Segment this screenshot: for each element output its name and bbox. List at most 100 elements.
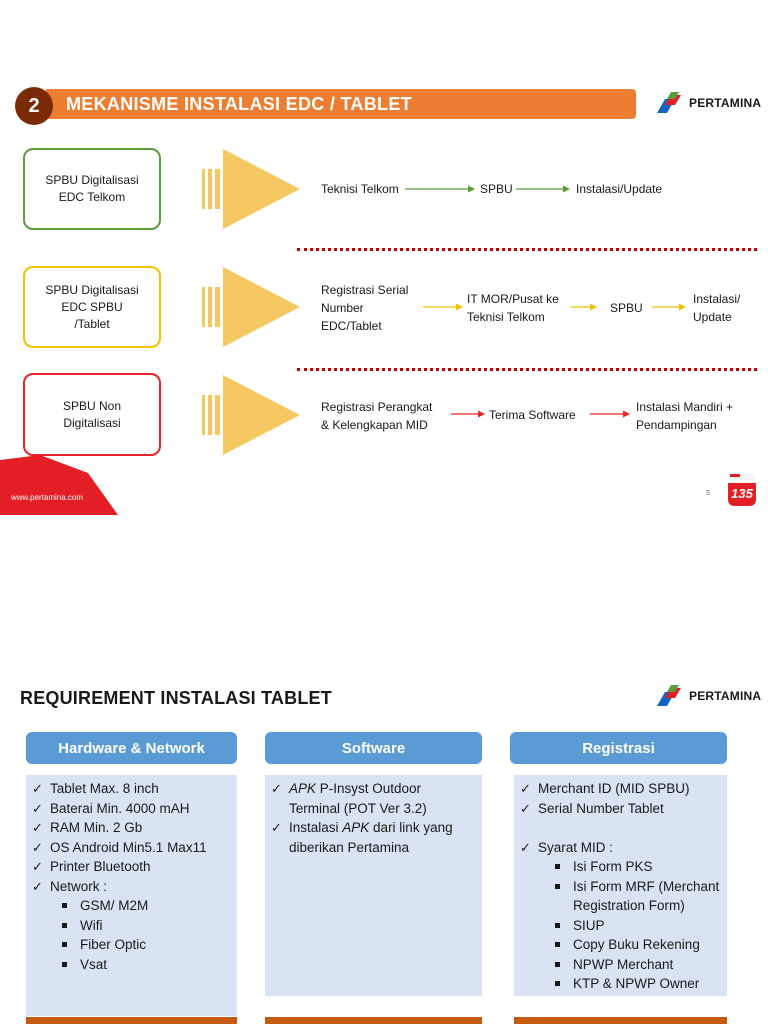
big-arrow-icon <box>202 149 300 229</box>
logo-wordmark: PERTAMINA <box>689 96 762 110</box>
list-item: GSM/ M2M <box>32 896 231 916</box>
slide-title: MEKANISME INSTALASI EDC / TABLET <box>66 93 412 114</box>
list-item: Tablet Max. 8 inch <box>32 779 231 799</box>
flow-step: Teknisi Telkom <box>321 182 399 196</box>
box-line: SPBU Digitalisasi <box>45 173 139 187</box>
flow-step: Instalasi Mandiri + Pendampingan <box>636 398 733 434</box>
pertamina-logo-icon <box>657 92 681 113</box>
flow-step: SPBU <box>480 182 513 196</box>
flow-step: SPBU <box>610 301 643 315</box>
box-line: EDC SPBU <box>61 299 123 314</box>
badge-number: 135 <box>731 486 753 501</box>
flow-step-line: EDC/Tablet <box>321 319 382 333</box>
flow-step-line: IT MOR/Pusat ke <box>467 292 559 306</box>
pertamina-logo-icon <box>657 685 681 706</box>
slide-mekanisme: MEKANISME INSTALASI EDC / TABLET 2 PERTA… <box>0 87 762 515</box>
list-item-text: P-Insyst Outdoor <box>316 781 422 796</box>
box-line: SPBU Non <box>62 398 122 413</box>
box-line: SPBU Digitalisasi <box>45 282 139 297</box>
list-item: Baterai Min. 4000 mAH <box>32 799 231 819</box>
anniversary-badge: 135 <box>726 473 758 507</box>
slide-requirement: REQUIREMENT INSTALASI TABLET PERTAMINA H… <box>0 665 768 1024</box>
column-header-registrasi: Registrasi <box>510 732 727 764</box>
list-item: Vsat <box>32 955 231 975</box>
box-line: Digitalisasi <box>63 415 121 430</box>
list-item-text: dari link yang <box>369 820 453 835</box>
arrow-right-icon <box>451 410 485 418</box>
flow-step-line: & Kelengkapan MID <box>321 418 428 432</box>
big-arrow-icon <box>202 375 300 455</box>
footer-red-shape <box>0 455 118 515</box>
box-spbu-non-digitalisasi: SPBU Non Digitalisasi <box>23 373 161 456</box>
box-spbu-digitalisasi-edc-telkom: SPBU Digitalisasi EDC Telkom <box>23 148 161 230</box>
arrow-right-icon <box>423 303 463 311</box>
list-item-emphasis: APK <box>289 781 317 796</box>
flow-step-line: Instalasi/ <box>693 292 741 306</box>
flow-step: Registrasi Perangkat & Kelengkapan MID <box>321 398 432 434</box>
big-arrow-icon <box>202 267 300 347</box>
flow-step: Instalasi/Update <box>576 182 663 196</box>
column-header-hardware: Hardware & Network <box>26 732 237 764</box>
column-body-software: APK P-Insyst Outdoor Terminal (POT Ver 3… <box>265 775 482 996</box>
flow-step-line: Update <box>693 310 732 324</box>
flow-step: IT MOR/Pusat ke Teknisi Telkom <box>467 290 559 326</box>
section-number-badge: 2 <box>15 87 53 125</box>
list-item: Network : <box>32 877 231 897</box>
list-item-emphasis: APK <box>342 820 370 835</box>
list-item: RAM Min. 2 Gb <box>32 818 231 838</box>
dotted-divider <box>297 368 757 371</box>
flow-step: Instalasi/ Update <box>693 290 740 326</box>
list-item: Instalasi APK dari link yang diberikan P… <box>271 818 476 857</box>
list-item-text: diberikan Pertamina <box>289 839 410 855</box>
list-item: NPWP Merchant <box>520 955 721 975</box>
list-item-text: Instalasi <box>289 820 343 835</box>
website-link[interactable]: www.pertamina.com <box>11 493 84 502</box>
list-item: OS Android Min5.1 Max11 <box>32 838 231 858</box>
list-spacer <box>520 818 721 838</box>
dotted-divider <box>297 248 757 251</box>
arrow-right-icon <box>571 303 597 311</box>
page-number: 5 <box>706 490 710 497</box>
list-item: Isi Form MRF (Merchant Registration Form… <box>520 877 721 916</box>
arrow-right-icon <box>516 185 570 193</box>
flow-step-line: Number <box>321 301 364 315</box>
column-body-registrasi: Merchant ID (MID SPBU) Serial Number Tab… <box>514 775 727 996</box>
flow-step-line: Instalasi Mandiri + <box>636 400 734 414</box>
slide-title: REQUIREMENT INSTALASI TABLET <box>20 688 332 708</box>
box-line: EDC Telkom <box>58 190 126 204</box>
box-spbu-digitalisasi-edc-spbu: SPBU Digitalisasi EDC SPBU /Tablet <box>23 266 161 348</box>
list-item: Printer Bluetooth <box>32 857 231 877</box>
flow-step: Terima Software <box>489 408 576 422</box>
list-item: Merchant ID (MID SPBU) <box>520 779 721 799</box>
list-item-text: Registration Form) <box>573 898 685 913</box>
list-item: KTP & NPWP Owner <box>520 974 721 994</box>
list-item: SIUP <box>520 916 721 936</box>
list-item: Wifi <box>32 916 231 936</box>
list-item-text: Isi Form MRF (Merchant <box>573 878 720 894</box>
flow-step: Registrasi Serial Number EDC/Tablet <box>321 281 408 335</box>
list-item: Serial Number Tablet <box>520 799 721 819</box>
logo-wordmark: PERTAMINA <box>689 689 762 703</box>
list-item: Syarat MID : <box>520 838 721 858</box>
column-header-software: Software <box>265 732 482 764</box>
list-item: APK P-Insyst Outdoor Terminal (POT Ver 3… <box>271 779 476 818</box>
column-footer-strip <box>265 1017 482 1024</box>
slide-title-bar: MEKANISME INSTALASI EDC / TABLET <box>46 89 636 119</box>
flow-step-line: Registrasi Serial <box>321 283 409 297</box>
flow-step-line: Pendampingan <box>636 418 717 432</box>
arrow-right-icon <box>590 410 630 418</box>
arrow-right-icon <box>652 303 686 311</box>
column-footer-strip <box>514 1017 727 1024</box>
flow-step-line: Registrasi Perangkat <box>321 400 433 414</box>
arrow-right-icon <box>405 185 475 193</box>
column-footer-strip <box>26 1017 237 1024</box>
list-item-text: Terminal (POT Ver 3.2) <box>289 800 427 816</box>
list-item: Fiber Optic <box>32 935 231 955</box>
column-body-hardware: Tablet Max. 8 inch Baterai Min. 4000 mAH… <box>26 775 237 1016</box>
anniversary-badge-icon <box>728 474 756 506</box>
list-item: Isi Form PKS <box>520 857 721 877</box>
pertamina-logo: PERTAMINA <box>655 91 761 115</box>
box-line: /Tablet <box>74 316 110 331</box>
list-item: Copy Buku Rekening <box>520 935 721 955</box>
pertamina-logo: PERTAMINA <box>655 684 761 708</box>
